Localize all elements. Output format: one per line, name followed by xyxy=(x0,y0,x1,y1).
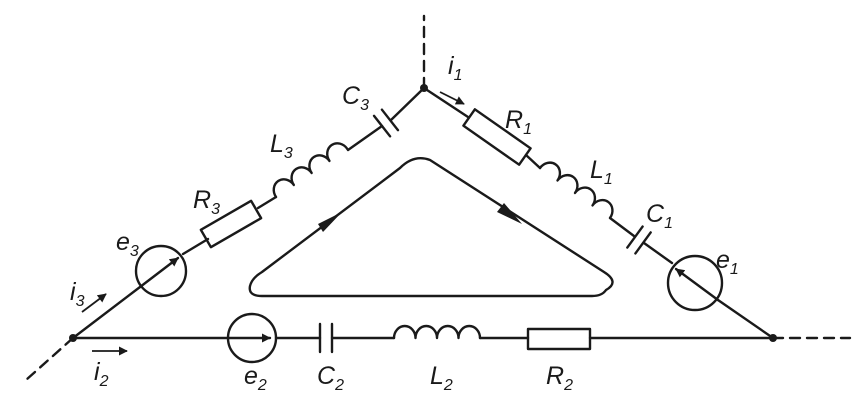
label-c2: C2 xyxy=(317,362,344,394)
source-e3 xyxy=(134,244,188,298)
capacitor-c1 xyxy=(626,225,652,255)
circuit-nodes xyxy=(69,84,777,342)
label-e2: e2 xyxy=(244,362,267,394)
node-left xyxy=(69,334,77,342)
label-i1: i1 xyxy=(448,52,462,84)
resistor-r1 xyxy=(462,108,532,166)
label-c3: C3 xyxy=(342,82,369,114)
label-i3: i3 xyxy=(70,278,85,310)
source-e2 xyxy=(226,312,278,364)
label-i2: i2 xyxy=(94,358,109,390)
inductor-l1 xyxy=(538,161,614,220)
node-top xyxy=(420,84,428,92)
label-r1: R1 xyxy=(505,106,532,138)
capacitor-c2 xyxy=(318,322,334,354)
inductor-l3 xyxy=(272,142,349,199)
resistor-r3 xyxy=(199,199,263,249)
labels: i1 R1 L1 C1 e1 C3 L3 R3 e3 i3 i2 e2 C2 L… xyxy=(70,52,739,394)
label-r3: R3 xyxy=(193,186,220,218)
label-c1: C1 xyxy=(646,200,673,232)
resistor-r2 xyxy=(526,327,592,351)
current-arrow-i3 xyxy=(81,293,107,313)
loop-contour xyxy=(248,157,614,298)
label-l1: L1 xyxy=(590,156,613,188)
node-right xyxy=(769,334,777,342)
circuit-wires xyxy=(24,14,852,382)
label-l2: L2 xyxy=(430,362,453,394)
source-e1 xyxy=(666,254,724,312)
loop-arrow-right xyxy=(497,203,522,224)
capacitor-c3 xyxy=(372,108,400,138)
inductor-l2 xyxy=(392,324,482,340)
label-e3: e3 xyxy=(116,228,139,260)
current-arrow-i1 xyxy=(439,91,465,105)
label-r2: R2 xyxy=(546,362,573,394)
label-e1: e1 xyxy=(716,246,739,278)
loop-arrow-left xyxy=(318,212,342,232)
label-l3: L3 xyxy=(270,130,293,162)
